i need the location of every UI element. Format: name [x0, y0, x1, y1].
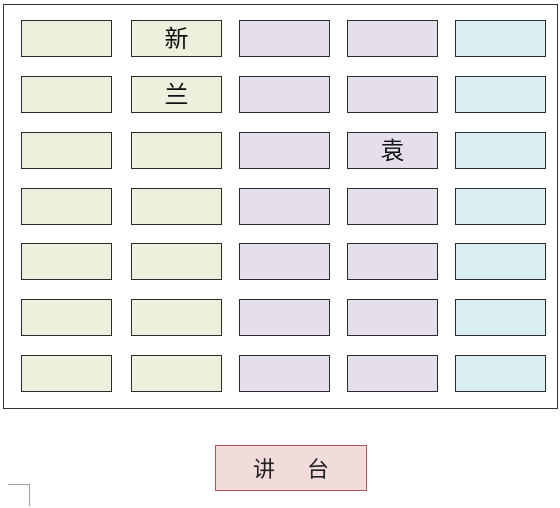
seat-r3-c2 — [131, 132, 222, 169]
seat-r2-c2: 兰 — [131, 76, 222, 113]
seat-r6-c1 — [21, 299, 112, 336]
seat-r3-c4: 袁 — [347, 132, 438, 169]
seat-r7-c5 — [455, 355, 546, 392]
seat-r1-c5 — [455, 20, 546, 57]
seat-r2-c4 — [347, 76, 438, 113]
seat-r7-c3 — [239, 355, 330, 392]
seat-r2-c5 — [455, 76, 546, 113]
seat-r7-c4 — [347, 355, 438, 392]
seat-r3-c1 — [21, 132, 112, 169]
seat-r6-c4 — [347, 299, 438, 336]
seat-label: 兰 — [164, 80, 189, 109]
seat-r5-c3 — [239, 243, 330, 280]
seat-r2-c3 — [239, 76, 330, 113]
seat-r5-c1 — [21, 243, 112, 280]
seat-r6-c5 — [455, 299, 546, 336]
seat-r6-c2 — [131, 299, 222, 336]
seat-r4-c1 — [21, 188, 112, 225]
seat-r7-c1 — [21, 355, 112, 392]
seat-r5-c5 — [455, 243, 546, 280]
seat-r4-c5 — [455, 188, 546, 225]
seat-r1-c1 — [21, 20, 112, 57]
seat-r4-c2 — [131, 188, 222, 225]
seat-r1-c3 — [239, 20, 330, 57]
podium-char-2: 台 — [307, 458, 330, 483]
seat-label: 新 — [164, 24, 189, 53]
seat-r1-c4 — [347, 20, 438, 57]
seat-r3-c5 — [455, 132, 546, 169]
seat-r5-c2 — [131, 243, 222, 280]
podium-char-1: 讲 — [252, 458, 275, 483]
seat-r3-c3 — [239, 132, 330, 169]
corner-mark — [8, 484, 30, 506]
seat-r6-c3 — [239, 299, 330, 336]
seat-label: 袁 — [380, 136, 405, 165]
seat-r1-c2: 新 — [131, 20, 222, 57]
podium: 讲 台 — [215, 445, 367, 491]
seat-r7-c2 — [131, 355, 222, 392]
seat-r4-c3 — [239, 188, 330, 225]
classroom-frame — [3, 4, 558, 409]
seat-r2-c1 — [21, 76, 112, 113]
seat-r5-c4 — [347, 243, 438, 280]
seat-r4-c4 — [347, 188, 438, 225]
